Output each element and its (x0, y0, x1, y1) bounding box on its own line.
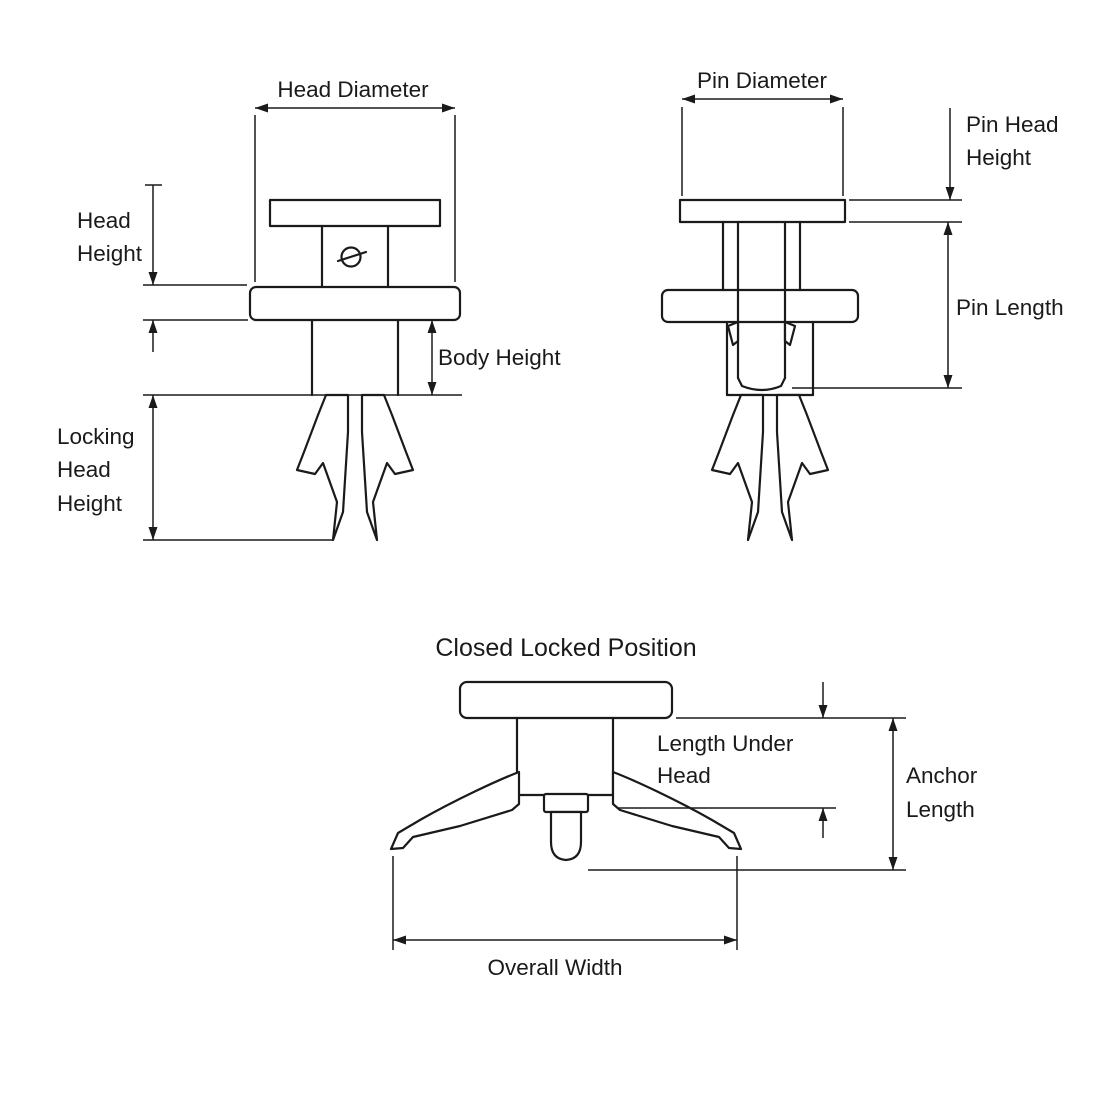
locking-head-height-label-line1: Locking (57, 424, 135, 449)
arrow-down-icon (427, 382, 437, 395)
length-under-head-label-line1: Length Under (657, 731, 794, 756)
locking-leg-right (360, 393, 415, 542)
pin-tip-shape (549, 810, 583, 862)
arrow-right-icon (724, 935, 737, 945)
arrow-down-icon (148, 272, 158, 285)
pin-tip-shape (736, 376, 787, 392)
head-diameter-label: Head Diameter (277, 77, 429, 102)
head-height-label-line1: Head (77, 208, 131, 233)
arrow-up-icon (943, 222, 953, 235)
overall-width-label: Overall Width (487, 955, 622, 980)
arrow-down-icon (818, 705, 828, 718)
pin-length-label: Pin Length (956, 295, 1064, 320)
rivet-head-shape (458, 680, 674, 720)
screw-drive-symbol-icon (340, 246, 362, 268)
pin-head-height-label-line2: Height (966, 145, 1032, 170)
locked-view-title: Closed Locked Position (435, 634, 696, 662)
anchor-length-label-line2: Length (906, 797, 975, 822)
arrow-down-icon (148, 527, 158, 540)
locking-head-height-label-line2: Head (57, 457, 111, 482)
head-height-label-line2: Height (77, 241, 143, 266)
spread-wing-right (611, 770, 743, 851)
body-height-label: Body Height (438, 345, 561, 370)
rivet-head-section-shape (660, 288, 860, 324)
spread-wing-left (389, 770, 521, 851)
arrow-down-icon (888, 857, 898, 870)
pin-flange-shape (268, 198, 442, 228)
arrow-left-icon (682, 94, 695, 104)
arrow-up-icon (148, 320, 158, 333)
pin-head-height-label-line1: Pin Head (966, 112, 1059, 137)
arrow-right-icon (830, 94, 843, 104)
locking-leg-left (710, 393, 765, 542)
arrow-left-icon (393, 935, 406, 945)
screw-drive-symbol-slash (336, 250, 368, 263)
arrow-down-icon (945, 187, 955, 200)
pin-view: Pin Diameter Pin Head Height Pin Length (660, 68, 1064, 542)
pin-barb-left (726, 320, 740, 347)
arrow-left-icon (255, 103, 268, 113)
locking-leg-right (775, 393, 830, 542)
locking-head-height-label-line3: Height (57, 491, 123, 516)
arrow-up-icon (427, 320, 437, 333)
length-under-head-label-line2: Head (657, 763, 711, 788)
arrow-up-icon (888, 718, 898, 731)
arrow-down-icon (943, 375, 953, 388)
pin-barb-right (783, 320, 797, 347)
rivet-head-shape (248, 285, 462, 322)
arrow-up-icon (818, 808, 828, 821)
locking-leg-left (295, 393, 350, 542)
arrow-right-icon (442, 103, 455, 113)
pin-diameter-label: Pin Diameter (697, 68, 828, 93)
locked-view: Closed Locked Position Length Under Head… (389, 634, 978, 980)
pin-collar-shape (542, 792, 590, 814)
arrow-up-icon (148, 395, 158, 408)
front-view: Head Diameter Head Height Body Height Lo… (57, 77, 561, 542)
pin-flange-section-shape (678, 198, 847, 224)
anchor-length-label-line1: Anchor (906, 763, 978, 788)
